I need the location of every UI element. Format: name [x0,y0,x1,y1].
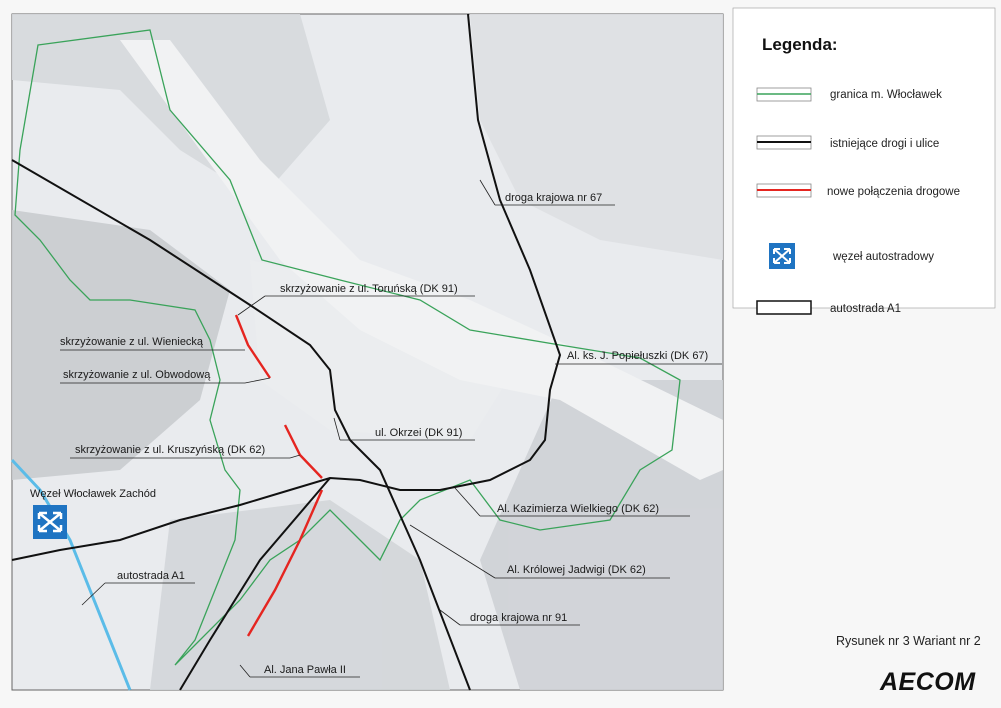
terrain-layer [12,14,723,690]
svg-text:Al. Królowej Jadwigi (DK 62): Al. Królowej Jadwigi (DK 62) [507,564,646,576]
label-popieluszki: Al. ks. J. Popiełuszki (DK 67) [555,350,722,365]
svg-text:skrzyżowanie z ul. Wieniecką: skrzyżowanie z ul. Wieniecką [60,336,204,348]
label-jana-pawla: Al. Jana Pawła II [239,664,360,678]
label-okrzei: ul. Okrzei (DK 91) [333,417,475,441]
svg-text:istniejące drogi i ulice: istniejące drogi i ulice [830,138,939,150]
svg-text:granica m. Włocławek: granica m. Włocławek [830,89,942,101]
label-dk91: droga krajowa nr 91 [439,609,580,626]
legend-title: Legenda: [762,35,838,54]
svg-text:Al. ks. J. Popiełuszki (DK 67): Al. ks. J. Popiełuszki (DK 67) [567,350,708,362]
legend-item-junction: węzeł autostradowy [769,243,934,269]
label-wezel: Węzeł Włocławek Zachód [30,488,156,500]
label-torunska: skrzyżowanie z ul. Toruńską (DK 91) [237,283,475,316]
svg-text:skrzyżowanie z ul. Obwodową: skrzyżowanie z ul. Obwodową [63,369,211,381]
legend-item-a1: autostrada A1 [756,300,901,315]
aecom-logo: AECOM [879,668,976,696]
svg-text:autostrada A1: autostrada A1 [830,303,901,315]
legend-item-existing-roads: istniejące drogi i ulice [756,135,939,150]
legend-item-boundary: granica m. Włocławek [756,87,942,102]
label-a1: autostrada A1 [81,570,195,606]
label-wieniecka: skrzyżowanie z ul. Wieniecką [60,336,245,351]
label-dk67-north: droga krajowa nr 67 [479,179,615,206]
label-kruszynska: skrzyżowanie z ul. Kruszyńską (DK 62) [70,444,301,459]
svg-text:autostrada A1: autostrada A1 [117,570,185,582]
motorway-junction-icon [33,505,67,539]
svg-text:Węzeł Włocławek Zachód: Węzeł Włocławek Zachód [30,488,156,500]
svg-text:skrzyżowanie z ul. Toruńską (D: skrzyżowanie z ul. Toruńską (DK 91) [280,283,458,295]
existing-roads [11,13,562,691]
motorway-junction-icon [769,243,795,269]
svg-text:węzeł autostradowy: węzeł autostradowy [832,251,934,263]
city-boundary [14,29,681,666]
svg-text:Al. Kazimierza Wielkiego (DK 6: Al. Kazimierza Wielkiego (DK 62) [497,503,659,515]
map-annotations: droga krajowa nr 67 skrzyżowanie z ul. T… [30,179,722,678]
svg-text:droga krajowa nr 67: droga krajowa nr 67 [505,192,602,204]
svg-text:ul. Okrzei (DK 91): ul. Okrzei (DK 91) [375,427,462,439]
label-obwodowa: skrzyżowanie z ul. Obwodową [60,369,271,384]
label-kazimierza: Al. Kazimierza Wielkiego (DK 62) [454,487,690,517]
label-jadwigi: Al. Królowej Jadwigi (DK 62) [409,524,670,579]
svg-text:nowe połączenia drogowe: nowe połączenia drogowe [827,186,960,198]
river [10,458,132,691]
legend: Legenda: granica m. Włocławek istniejące… [732,7,996,315]
svg-text:skrzyżowanie z ul. Kruszyńską: skrzyżowanie z ul. Kruszyńską (DK 62) [75,444,265,456]
legend-item-new-roads: nowe połączenia drogowe [756,183,960,198]
svg-text:Al. Jana Pawła II: Al. Jana Pawła II [264,664,346,676]
figure-caption: Rysunek nr 3 Wariant nr 2 [836,634,981,648]
svg-text:droga krajowa nr 91: droga krajowa nr 91 [470,612,567,624]
